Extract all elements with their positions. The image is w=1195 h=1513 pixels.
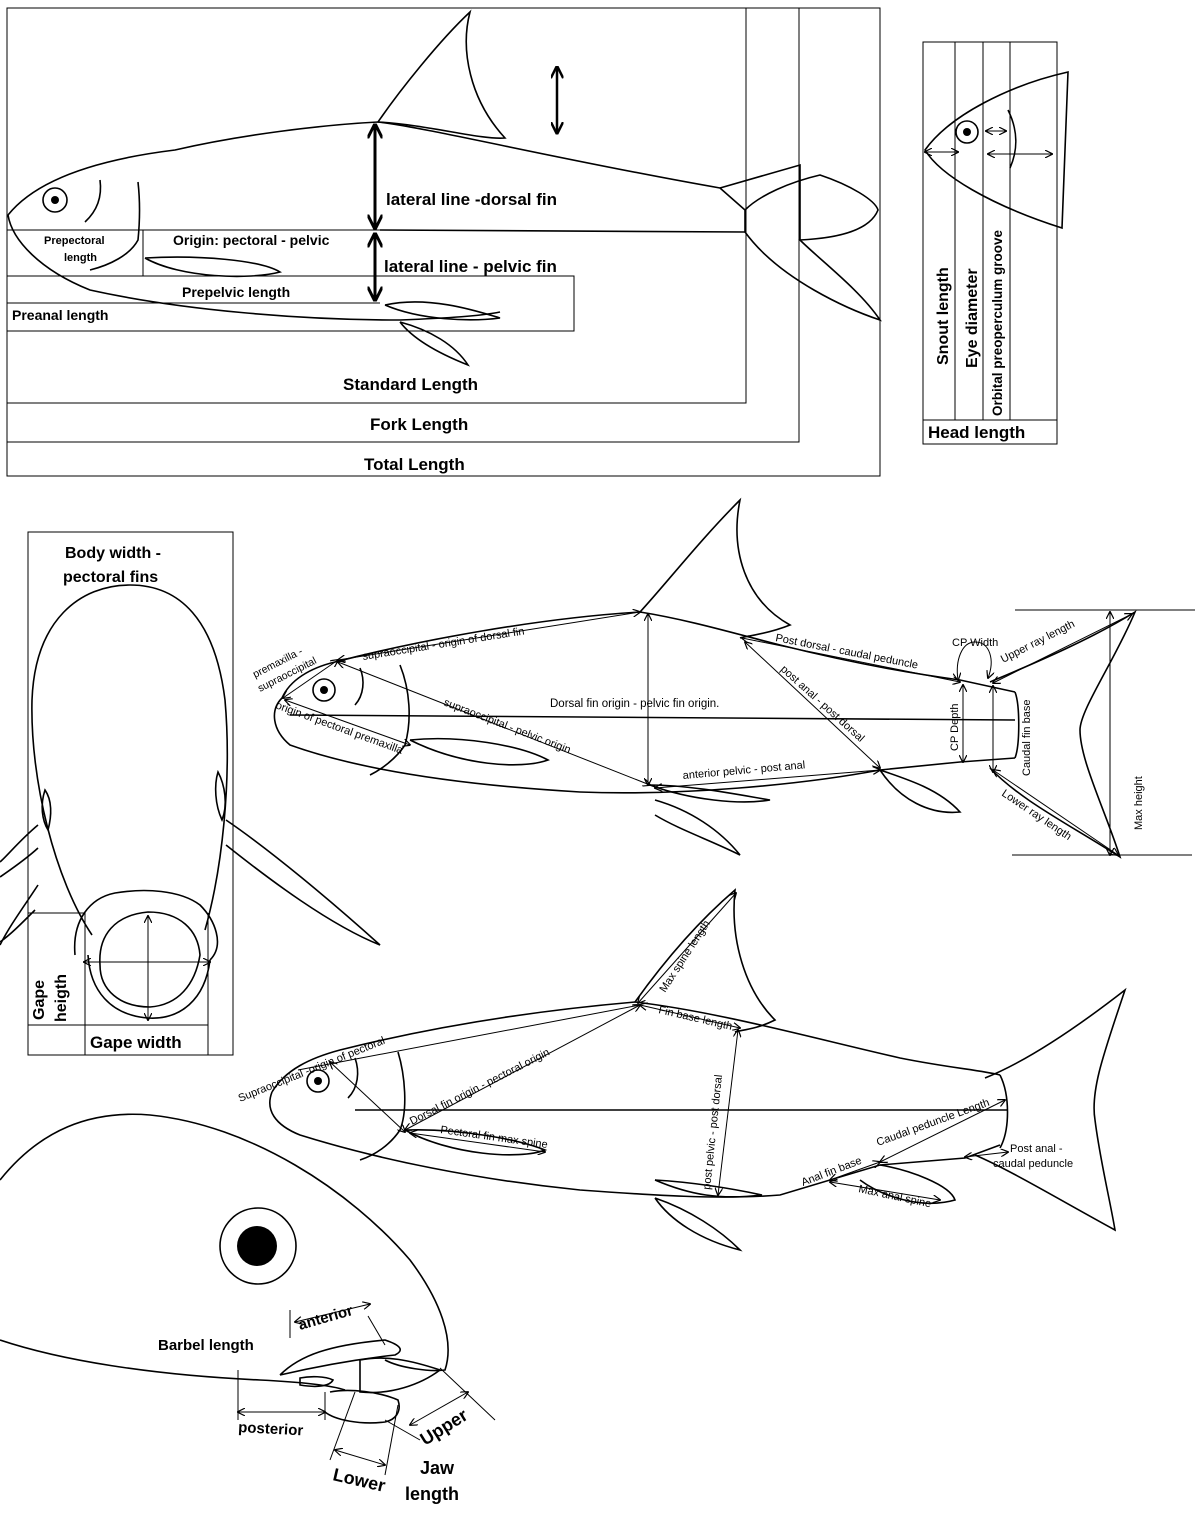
gape-width-label: Gape width <box>90 1033 182 1052</box>
max-spine-length-label: Max spine length <box>657 918 712 994</box>
fish-outline-side <box>8 12 880 365</box>
width-panel: Body width - pectoral fins Gape heigth G… <box>0 532 380 1055</box>
prepectoral-label-line1: Prepectoral <box>44 235 105 247</box>
post-pelvic-post-dorsal-label: post pelvic - post dorsal <box>701 1074 725 1190</box>
head-length-label: Head length <box>928 423 1025 442</box>
cp-width-label: CP Width <box>952 637 998 649</box>
jaw-length-label-line1: Jaw <box>420 1458 455 1478</box>
fish-outline-body <box>274 500 1135 857</box>
pelvic-depth-label: lateral line - pelvic fin <box>384 257 557 276</box>
post-dorsal-caudal-label: Post dorsal - caudal peduncle <box>774 632 919 671</box>
lower-jaw-label: Lower <box>331 1464 387 1495</box>
head-panel: Snout length Eye diameter Orbital preope… <box>923 42 1068 444</box>
barbel-length-label: Barbel length <box>158 1337 254 1354</box>
dorsal-pectoral-label: Dorsal fin origin - pectoral origin <box>408 1046 552 1127</box>
orbital-preoperculum-label: Orbital preoperculum groove <box>990 229 1005 416</box>
upper-jaw-label: Upper <box>417 1405 472 1450</box>
fish-outline-top <box>0 585 380 1018</box>
body-width-title-line2: pectoral fins <box>63 569 158 586</box>
snout-length-label: Snout length <box>935 267 952 365</box>
anterior-label: anterior <box>296 1302 355 1334</box>
lengths-panel: lateral line -dorsal fin lateral line - … <box>7 8 880 476</box>
lower-ray-label: Lower ray length <box>999 788 1073 843</box>
jaw-length-label-line2: length <box>405 1484 459 1504</box>
dorsal-pelvic-label: Dorsal fin origin - pelvic fin origin. <box>550 698 719 710</box>
standard-length-label: Standard Length <box>343 375 478 394</box>
supraoccipital-dorsal-label: supraoccipital - origin of dorsal fin <box>362 625 526 662</box>
gape-height-label-line2: heigth <box>53 974 70 1022</box>
body-width-title-line1: Body width - <box>65 545 161 562</box>
fork-length-label: Fork Length <box>370 415 468 434</box>
max-anal-spine-label: Max anal spine <box>857 1183 932 1210</box>
mouth-panel: Barbel length anterior posterior Upper L… <box>0 1114 495 1504</box>
gape-height-label-line1: Gape <box>31 980 48 1020</box>
caudal-peduncle-length-label: Caudal peduncle Length <box>875 1097 991 1149</box>
max-height-label: Max height <box>1133 776 1145 830</box>
body-panel: premaxilla - supraoccipital supraoccipit… <box>251 500 1195 857</box>
origin-pectoral-premaxilla-label: origin of pectoral premaxilla <box>274 700 405 758</box>
post-anal-caudal-line1: Post anal - <box>1010 1143 1063 1155</box>
upper-ray-label: Upper ray length <box>999 618 1077 666</box>
posterior-label: posterior <box>238 1419 304 1439</box>
post-anal-caudal-line2: caudal peduncle <box>993 1158 1073 1170</box>
post-anal-post-dorsal-label: post anal - post dorsal <box>778 663 866 744</box>
anterior-pelvic-post-anal-label: anterior pelvic - post anal <box>682 759 805 782</box>
fins-panel: Max spine length Fin base length Supraoc… <box>237 890 1125 1250</box>
pectoral-pelvic-label: Origin: pectoral - pelvic <box>173 232 330 248</box>
dorsal-depth-label: lateral line -dorsal fin <box>386 190 557 209</box>
caudal-fin-base-label: Caudal fin base <box>1021 700 1033 776</box>
total-length-box <box>7 8 880 476</box>
preanal-label: Preanal length <box>12 307 108 323</box>
prepectoral-label-line2: length <box>64 252 97 264</box>
prepelvic-label: Prepelvic length <box>182 284 290 300</box>
total-length-label: Total Length <box>364 455 465 474</box>
head-outline-closeup <box>0 1114 448 1423</box>
pectoral-max-spine-label: Pectoral fin max spine <box>440 1124 549 1151</box>
fin-base-length-label: Fin base length <box>657 1004 733 1033</box>
eye-diameter-label: Eye diameter <box>964 268 981 368</box>
cp-depth-label: CP Depth <box>949 704 961 752</box>
